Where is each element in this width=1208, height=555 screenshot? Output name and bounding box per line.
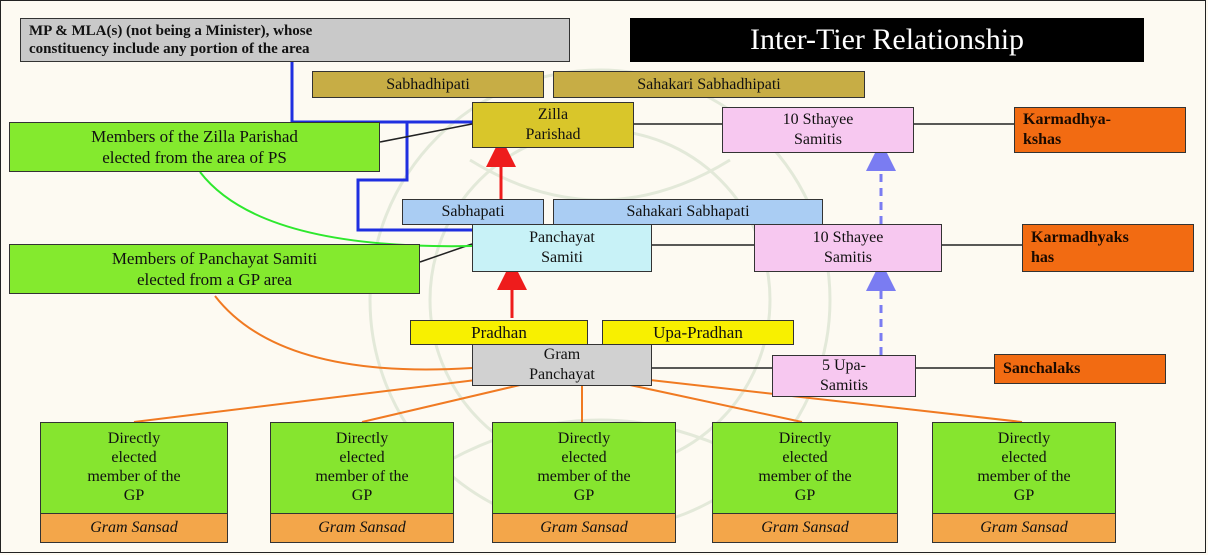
sahakari-sabhapati-box: Sahakari Sabhapati (553, 199, 823, 225)
upa-pradhan-box: Upa-Pradhan (602, 320, 794, 345)
samiti-members-orange-curve (214, 295, 473, 371)
gp-member-box: Directly elected member of the GP (40, 422, 228, 514)
mp-mla-box: MP & MLA(s) (not being a Minister), whos… (20, 18, 570, 62)
zilla-members-line (379, 123, 473, 143)
gram-panchayat-box: Gram Panchayat (472, 344, 652, 386)
upa-samitis-box: 5 Upa- Samitis (772, 355, 916, 397)
gram-sansad-box: Gram Sansad (492, 513, 676, 543)
zilla-karmadhyakshas-box: Karmadhya- kshas (1014, 107, 1186, 153)
samiti-sthayee-samitis-box: 10 Sthayee Samitis (754, 224, 942, 272)
gram-sansad-box: Gram Sansad (270, 513, 454, 543)
gp-member-box: Directly elected member of the GP (712, 422, 898, 514)
zilla-sthayee-samitis-box: 10 Sthayee Samitis (722, 107, 914, 153)
pradhan-box: Pradhan (410, 320, 588, 345)
sanchalaks-box: Sanchalaks (994, 354, 1166, 384)
sabhadhipati-box: Sabhadhipati (312, 71, 544, 98)
gp-member-box: Directly elected member of the GP (492, 422, 676, 514)
panchayat-samiti-box: Panchayat Samiti (472, 224, 652, 272)
zilla-parishad-box: Zilla Parishad (472, 102, 634, 148)
gram-sansad-box: Gram Sansad (932, 513, 1116, 543)
mp-to-samiti-line (356, 122, 472, 232)
gram-sansad-box: Gram Sansad (712, 513, 898, 543)
sabhapati-box: Sabhapati (402, 199, 544, 225)
gp-member-box: Directly elected member of the GP (270, 422, 454, 514)
gram-sansad-box: Gram Sansad (40, 513, 228, 543)
gp-member-box: Directly elected member of the GP (932, 422, 1116, 514)
diagram-title: Inter-Tier Relationship (630, 18, 1144, 62)
zilla-members-box: Members of the Zilla Parishad elected fr… (9, 122, 380, 172)
samiti-karmadhyakshas-box: Karmadhyaks has (1022, 224, 1194, 272)
sahakari-sabhadhipati-box: Sahakari Sabhadhipati (553, 71, 865, 98)
gp-fan-lines (133, 379, 1023, 423)
samiti-members-box: Members of Panchayat Samiti elected from… (9, 244, 420, 294)
